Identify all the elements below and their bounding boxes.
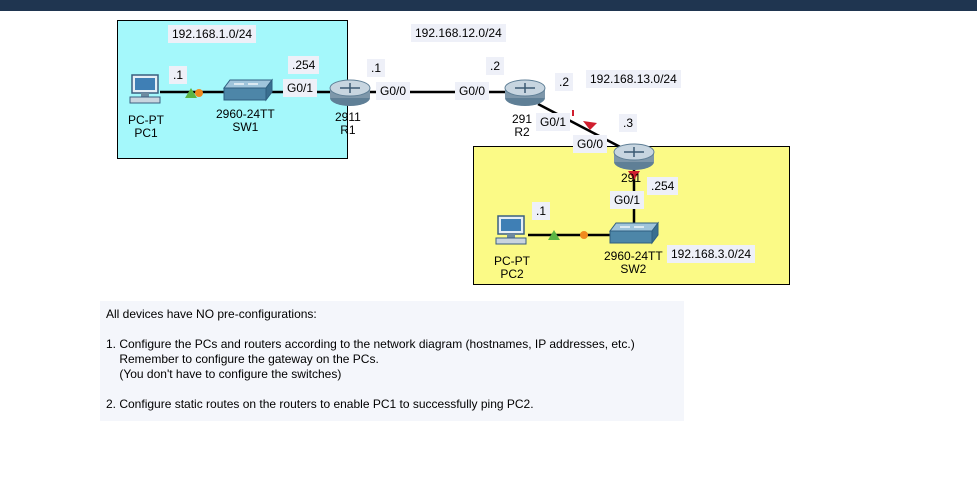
pc1-host-label: .1: [169, 66, 188, 84]
r3-type: 291: [621, 171, 642, 185]
r3-wan-host-label: .3: [619, 114, 638, 132]
sw2-name: SW2: [620, 262, 647, 276]
port-down-indicator: [628, 171, 640, 180]
pc1-caption: PC-PT PC1: [128, 114, 164, 140]
pc-icon: [129, 74, 161, 104]
router-icon: [613, 143, 655, 170]
pc-icon: [495, 215, 527, 245]
r2-type: 291: [512, 112, 533, 126]
r3-lan-host-label: .254: [647, 177, 679, 195]
instructions-line: [106, 382, 684, 397]
r1-wan-host-label: .1: [367, 59, 386, 77]
r1-caption: 2911 R1: [335, 111, 361, 137]
port-up-indicator: [548, 230, 560, 240]
pc1-name: PC1: [134, 126, 158, 140]
port-pending-indicator: [195, 89, 203, 97]
instructions-line: Remember to configure the gateway on the…: [106, 352, 379, 366]
instructions-line: All devices have NO pre-configurations:: [106, 307, 317, 321]
r1-g01-label: G0/1: [283, 79, 318, 97]
pc2-name: PC2: [500, 267, 524, 281]
network-label-lan1: 192.168.1.0/24: [168, 25, 257, 43]
sw2-caption: 2960-24TT SW2: [604, 250, 663, 276]
title-bar: [0, 0, 977, 11]
network-label-wan13: 192.168.13.0/24: [586, 70, 681, 88]
instructions-panel: All devices have NO pre-configurations: …: [100, 301, 684, 421]
sw2-type: 2960-24TT: [604, 249, 663, 263]
sw1-caption: 2960-24TT SW1: [216, 108, 275, 134]
instructions-line: [106, 322, 684, 337]
pc2-caption: PC-PT PC2: [494, 255, 530, 281]
r1-name: R1: [340, 123, 356, 137]
pc2-type: PC-PT: [494, 254, 530, 268]
instructions-line: (You don't have to configure the switche…: [106, 367, 342, 381]
r2-name: R2: [514, 125, 530, 139]
port-pending-indicator: [580, 231, 588, 239]
topology-links: [129, 74, 659, 245]
port-up-indicator: [185, 88, 197, 98]
link-r2-r3: [537, 102, 627, 152]
r2-g00-label: G0/0: [455, 82, 490, 100]
r2-g01-label: G0/1: [536, 113, 571, 131]
instructions-line: 1. Configure the PCs and routers accordi…: [106, 337, 635, 351]
sw1-name: SW1: [232, 120, 259, 134]
r1-g00-label: G0/0: [376, 82, 411, 100]
port-down-indicator: [583, 121, 597, 130]
r3-g01-label: G0/1: [610, 191, 645, 209]
sw1-type: 2960-24TT: [216, 107, 275, 121]
pc1-type: PC-PT: [128, 113, 164, 127]
r3-caption: 291: [621, 172, 641, 185]
r2-wan13-host-label: .2: [555, 73, 574, 91]
instructions-line: 2. Configure static routes on the router…: [106, 397, 534, 411]
r3-g00-label: G0/0: [573, 135, 608, 153]
pc2-host-label: .1: [532, 202, 551, 220]
router-icon: [329, 79, 371, 106]
network-label-wan12: 192.168.12.0/24: [411, 24, 506, 42]
network-label-lan3: 192.168.3.0/24: [667, 245, 756, 263]
router-icon: [504, 79, 546, 106]
switch-icon: [223, 78, 273, 102]
switch-icon: [609, 221, 659, 245]
r1-lan-host-label: .254: [288, 56, 320, 74]
r2-wan-host-label: .2: [486, 57, 505, 75]
r2-caption: 291 R2: [512, 113, 532, 139]
r1-type: 2911: [335, 110, 361, 124]
